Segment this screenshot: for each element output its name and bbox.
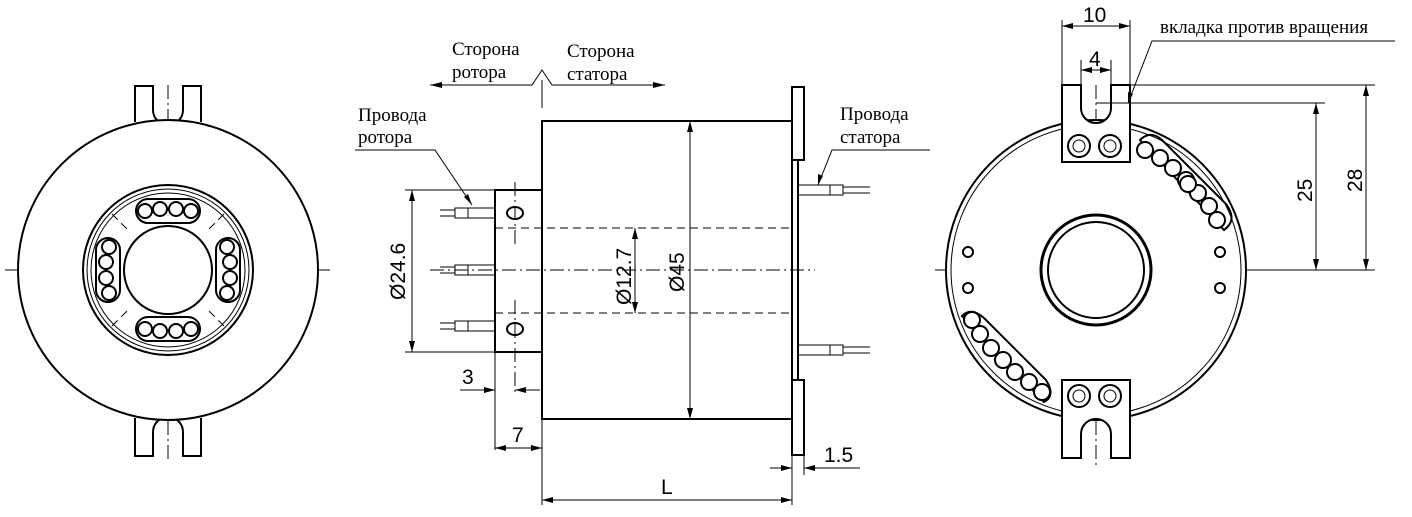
left-inner-ring	[82, 184, 254, 356]
right-hub-outer	[1039, 213, 1153, 327]
stator-wires-label-1: Провода	[840, 104, 909, 125]
left-ball-group-bottom	[135, 316, 201, 342]
stator-side-label-1: Сторона	[567, 41, 635, 62]
rotor-side-label-2: ротора	[452, 62, 507, 83]
right-hole-4	[1214, 282, 1226, 294]
right-ball-track-lower	[960, 310, 1052, 404]
left-ball-group-top	[135, 198, 201, 224]
dim-10: 10	[1083, 4, 1106, 27]
right-hole-1	[962, 246, 974, 258]
rotor-side-label-1: Сторона	[452, 39, 520, 60]
dim-L: L	[661, 476, 673, 499]
flange-hole-bottom	[506, 322, 524, 336]
stator-end-view: 10 4 вкладка против вращения 25 28	[935, 4, 1395, 465]
right-outer-body	[945, 119, 1247, 421]
rotor-flange	[494, 189, 543, 353]
left-ball-group-left	[95, 237, 121, 303]
side-divider	[430, 69, 665, 86]
top-anti-rotation-tab	[1061, 84, 1131, 163]
flange-hole-top	[506, 206, 524, 220]
left-inner-ring-2	[86, 188, 250, 352]
stator-side-label-2: статора	[567, 64, 628, 85]
dim-d12-7: Ø12.7	[613, 248, 636, 305]
left-outer-body	[17, 119, 319, 421]
right-hub-inner	[1047, 221, 1145, 319]
bottom-tab	[1061, 379, 1131, 459]
dim-4: 4	[1089, 48, 1101, 71]
stator-wires-leader	[817, 149, 930, 186]
stator-wires	[798, 184, 870, 356]
dim-7: 7	[512, 424, 524, 447]
anti-rotation-leader	[1127, 40, 1395, 104]
dim-25: 25	[1294, 179, 1317, 202]
dim-1-5: 1.5	[824, 444, 853, 467]
rotor-end-view	[5, 85, 330, 460]
dim-28: 28	[1344, 169, 1367, 192]
dim-3: 3	[462, 366, 474, 389]
right-hole-3	[1214, 246, 1226, 258]
stator-wires-label-2: статора	[840, 127, 901, 148]
left-inner-ring-3	[90, 192, 246, 348]
left-ball-group-right	[215, 237, 241, 303]
side-view: Сторона ротора Сторона статора Провода р…	[355, 39, 930, 505]
stator-flange-top	[791, 86, 805, 161]
rotor-wires-leader	[355, 149, 473, 206]
rotor-wires	[440, 207, 495, 332]
right-ball-track-upper	[1136, 133, 1233, 232]
dim-d24-6: Ø24.6	[387, 243, 410, 300]
left-bore	[123, 225, 213, 315]
rotor-wires-label-1: Провода	[358, 105, 427, 126]
anti-rotation-label: вкладка против вращения	[1160, 17, 1368, 38]
right-hole-2	[962, 282, 974, 294]
stator-flange-bottom	[791, 379, 805, 456]
rotor-wires-label-2: ротора	[358, 127, 413, 148]
dim-d45: Ø45	[666, 252, 689, 292]
